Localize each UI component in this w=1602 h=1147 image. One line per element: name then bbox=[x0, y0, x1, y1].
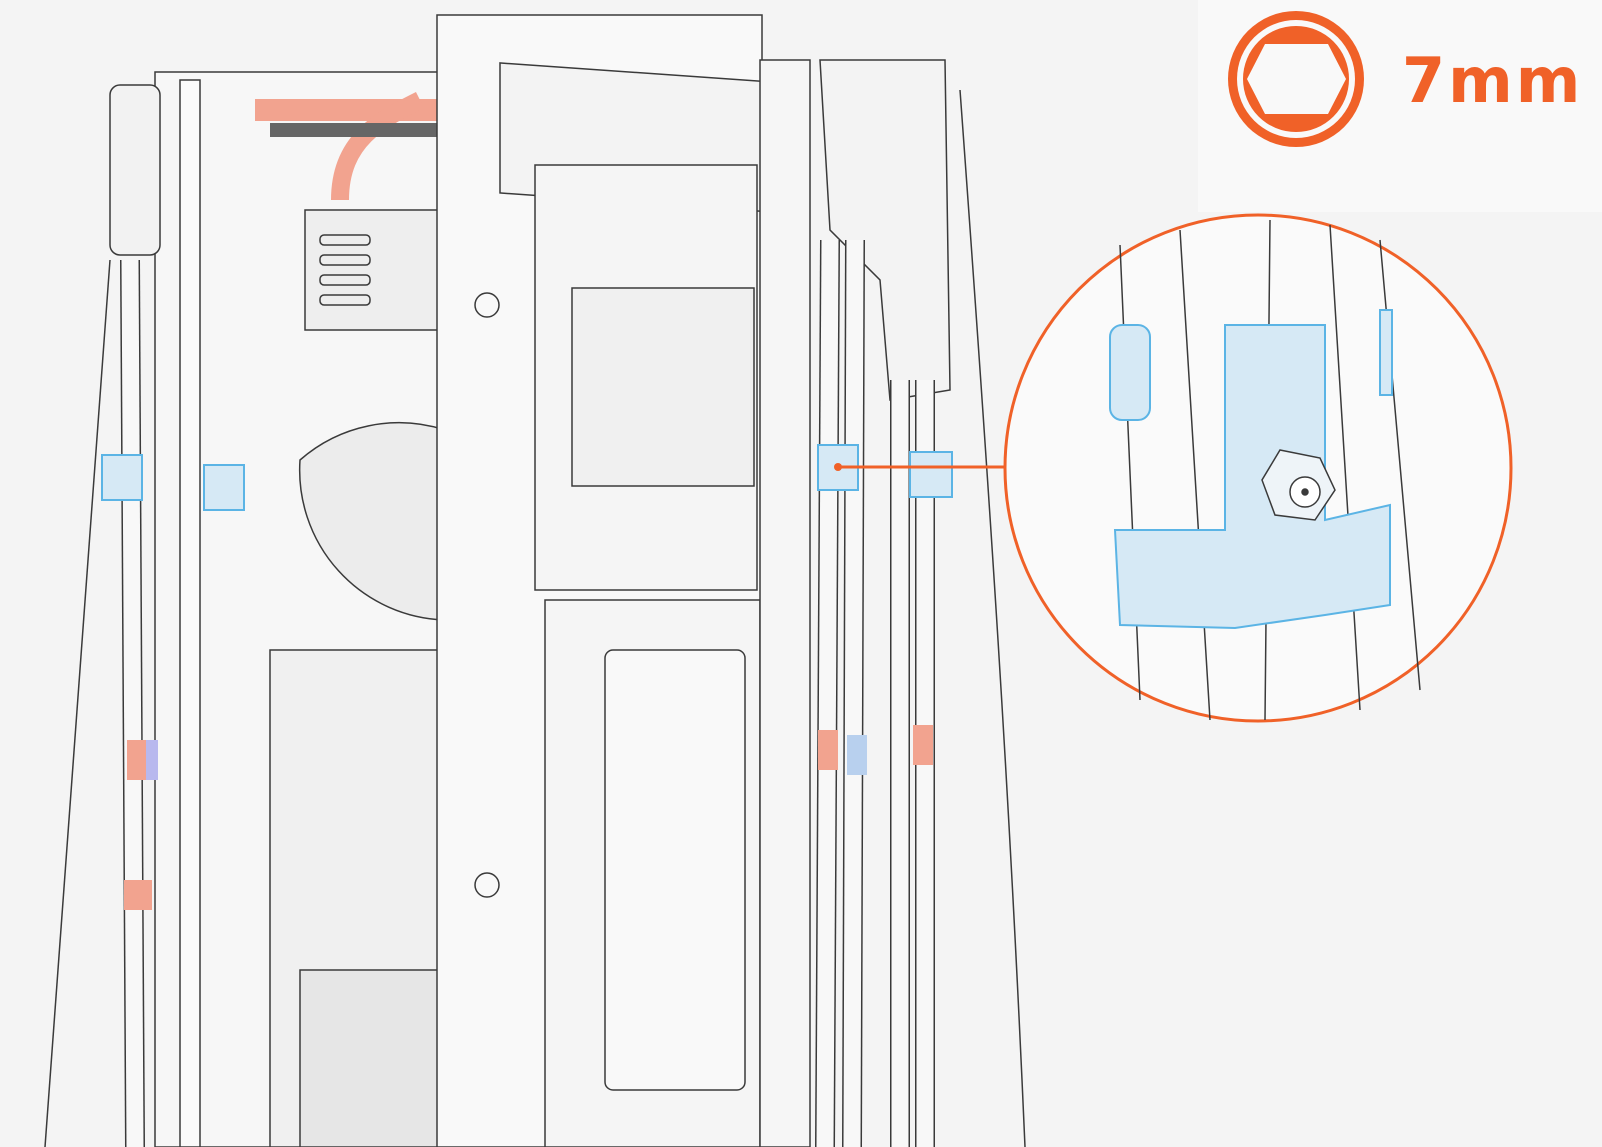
left-pipes bbox=[120, 259, 158, 1147]
housing-left-edge bbox=[44, 259, 111, 1147]
right-bracket bbox=[819, 59, 951, 401]
callout-point bbox=[834, 463, 842, 471]
hex-socket-icon bbox=[1228, 11, 1364, 147]
fan-grille bbox=[298, 422, 446, 621]
grommet bbox=[474, 292, 500, 318]
frame-rail bbox=[179, 79, 201, 1147]
housing-right-edge bbox=[959, 89, 1026, 1147]
vent-slots bbox=[319, 234, 371, 306]
module-cover bbox=[604, 649, 746, 1091]
tool-size-label: 7mm bbox=[1402, 44, 1584, 117]
board-window bbox=[571, 287, 755, 487]
pipe-clips bbox=[101, 444, 953, 511]
grommet bbox=[474, 872, 500, 898]
perforated-plate bbox=[299, 969, 446, 1147]
right-frame bbox=[759, 59, 811, 1147]
left-bracket bbox=[109, 84, 161, 256]
right-pipes bbox=[815, 239, 935, 1147]
power-module bbox=[304, 209, 446, 331]
detail-magnifier bbox=[1003, 213, 1513, 723]
